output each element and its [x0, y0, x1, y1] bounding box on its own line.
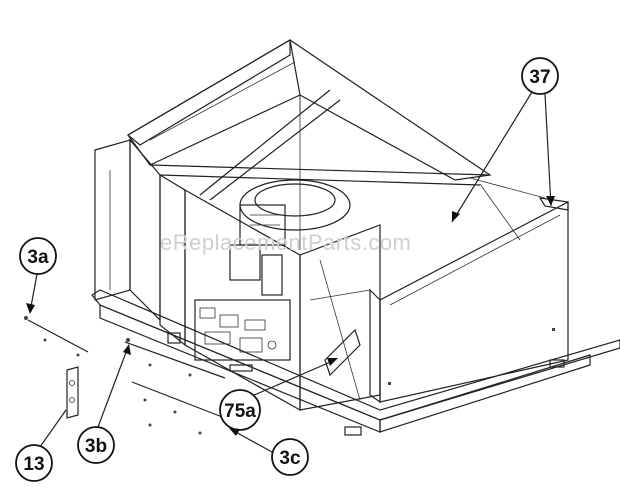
callout-circle — [19, 237, 57, 275]
rail-3c — [131, 381, 231, 421]
callout-circle — [271, 438, 309, 476]
callout-circle — [521, 57, 559, 95]
callout-label: 3c — [279, 448, 301, 469]
bracket-13 — [66, 366, 79, 419]
callout-13[interactable]: 13 — [15, 409, 67, 482]
callout-3b[interactable]: 3b — [77, 344, 131, 464]
callout-circle — [77, 426, 115, 464]
callout-label: 3a — [27, 247, 49, 268]
callout-3c[interactable]: 3c — [229, 428, 309, 476]
callout-37[interactable]: 37 — [451, 57, 559, 223]
callout-label: 37 — [529, 67, 550, 88]
callout-75a[interactable]: 75a — [219, 358, 338, 431]
callout-label: 75a — [224, 401, 256, 422]
rail-3a — [27, 319, 89, 353]
access-panel — [369, 177, 569, 404]
callout-3a[interactable]: 3a — [19, 237, 57, 314]
callout-label: 3b — [85, 436, 107, 457]
watermark-text: eReplacementParts.com — [160, 230, 411, 255]
callout-label: 13 — [23, 454, 44, 475]
callout-circle — [219, 389, 261, 431]
callout-circle — [15, 444, 53, 482]
rail-3b — [124, 341, 226, 379]
hvac-unit-cabinet — [91, 38, 620, 436]
loose-parts — [24, 316, 231, 435]
